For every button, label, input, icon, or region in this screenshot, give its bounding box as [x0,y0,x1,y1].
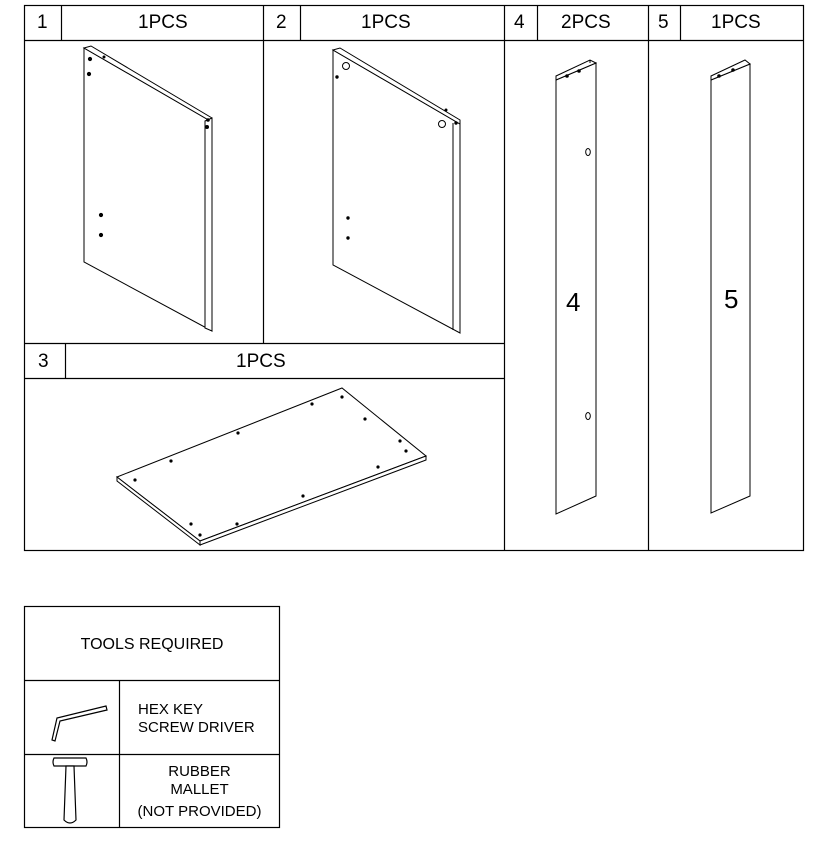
hex-key-icon [51,705,108,742]
part-1-qty: 1PCS [138,12,188,33]
tool-mallet-line1: RUBBER [168,763,231,780]
panel-3-drawing [115,387,427,547]
part-2-qty: 1PCS [361,12,411,33]
part-2-number: 2 [276,12,287,33]
part-5-qty: 1PCS [711,12,761,33]
part-5-number: 5 [658,12,669,33]
rail-4-mark: 4 [566,287,581,317]
tool-mallet-line2: MALLET [170,781,229,798]
rail-5-mark: 5 [724,284,739,314]
part-1-number: 1 [37,12,48,33]
tool-mallet-label: RUBBER MALLET (NOT PROVIDED) [120,763,279,821]
part-4-qty: 2PCS [561,12,611,33]
rail-5-drawing [710,59,751,514]
rail-4-drawing [555,59,598,515]
panel-2-drawing [331,47,461,334]
part-3-qty: 1PCS [236,351,286,372]
panel-1-drawing [82,45,213,332]
tool-hex-key-label: HEX KEY SCREW DRIVER [138,701,255,737]
tools-title: TOOLS REQUIRED [80,636,224,653]
part-3-number: 3 [38,351,49,372]
tool-hex-key-line1: HEX KEY [138,701,204,718]
tool-hex-key-line2: SCREW DRIVER [138,719,255,736]
part-4-number: 4 [514,12,525,33]
rubber-mallet-icon [52,757,88,824]
tool-mallet-line3: (NOT PROVIDED) [137,803,262,820]
